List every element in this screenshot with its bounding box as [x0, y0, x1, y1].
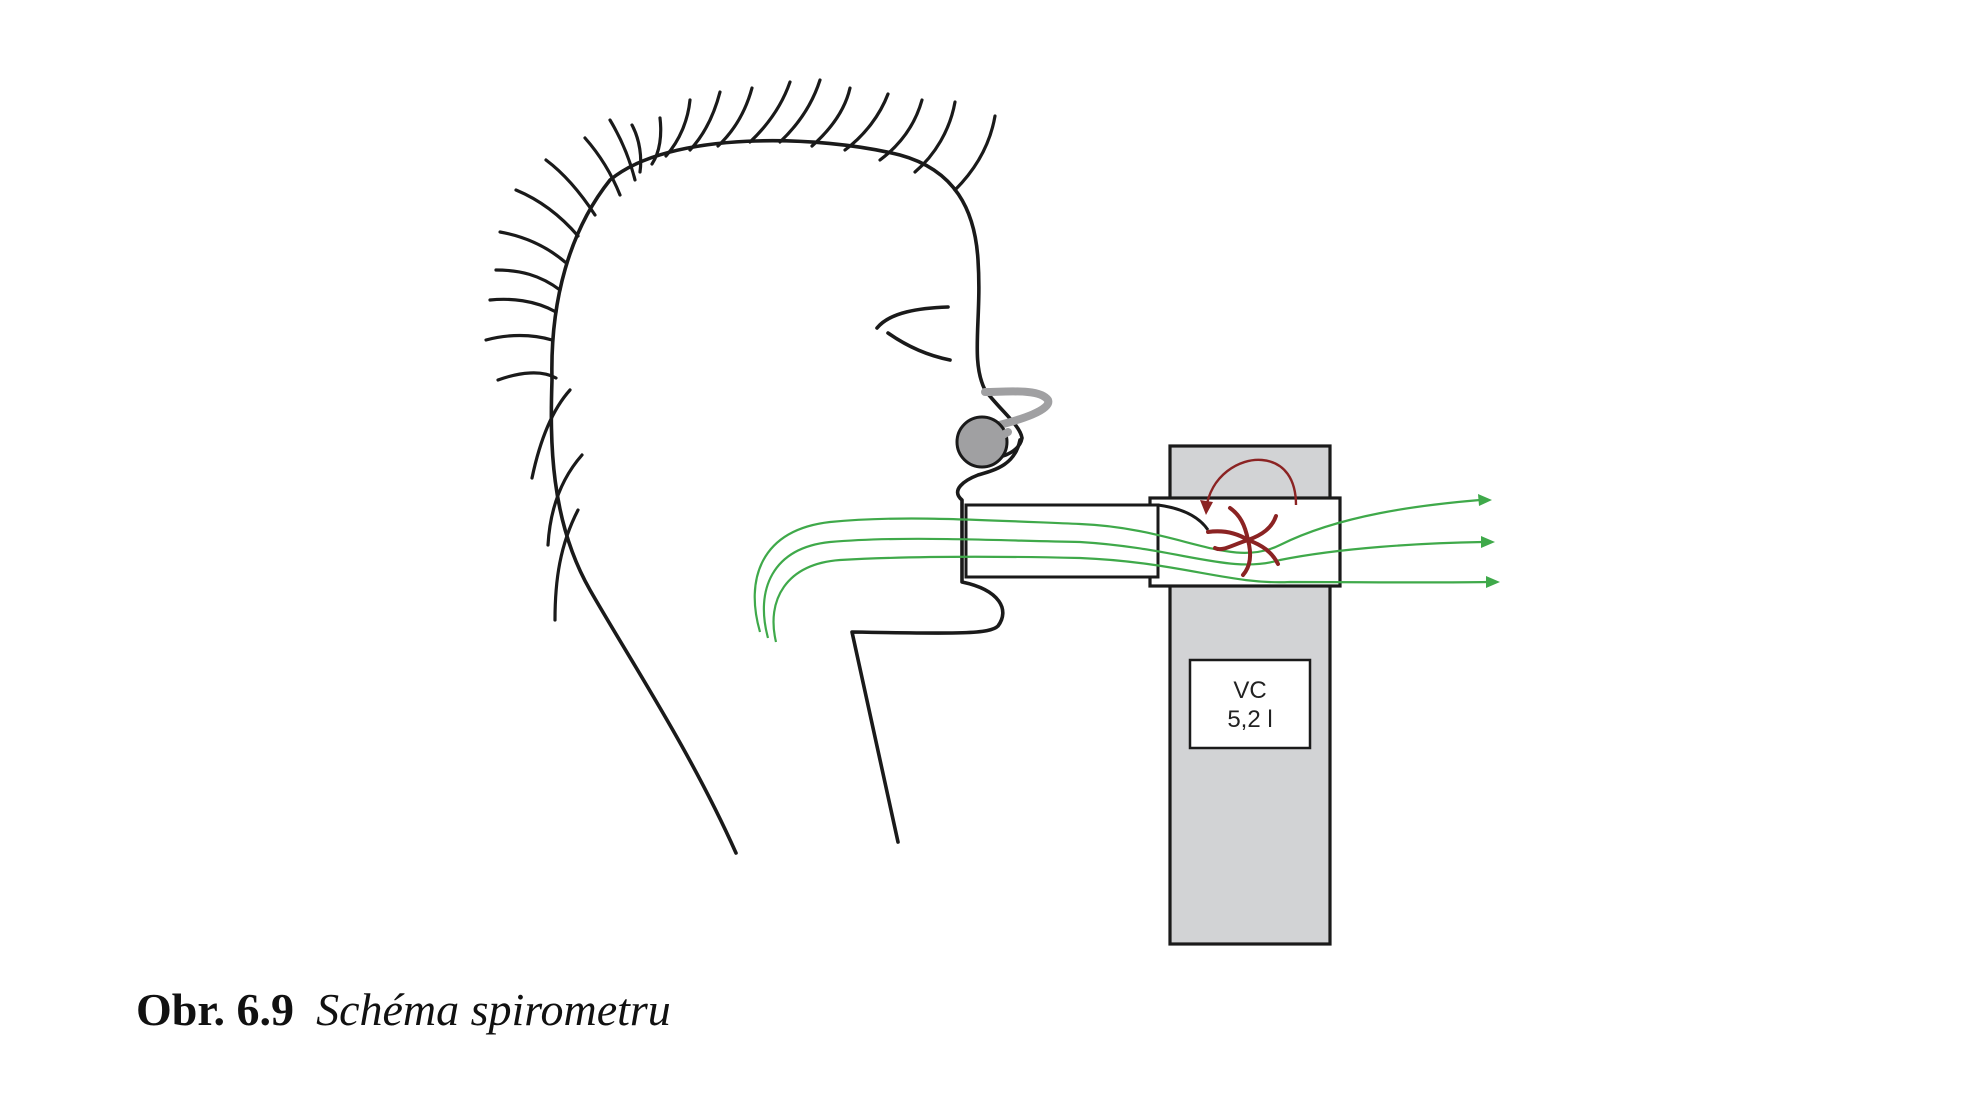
airflow-arrowhead-3 — [1486, 576, 1500, 588]
head-illustration — [549, 138, 1024, 855]
display-label-vc: VC — [1233, 677, 1266, 704]
airflow-arrowhead-1 — [1478, 494, 1492, 506]
airflow — [753, 494, 1500, 643]
figure-title: Schéma spirometru — [316, 984, 671, 1035]
head-outline — [549, 138, 987, 855]
hair — [484, 78, 997, 622]
spirometer-device: VC 5,2 l — [964, 444, 1342, 946]
turbine-icon — [1206, 506, 1280, 577]
figure-number: Obr. 6.9 — [136, 984, 295, 1035]
rotation-arrow-icon — [1200, 458, 1298, 515]
display-value: 5,2 l — [1227, 706, 1272, 733]
mouth-and-chin — [850, 438, 1022, 844]
figure-caption: Obr. 6.9 Schéma spirometru — [136, 983, 671, 1036]
mouthpiece-inner-lip — [1157, 503, 1210, 531]
airflow-line-2 — [762, 537, 1484, 639]
airflow-arrowhead-2 — [1481, 536, 1495, 548]
airflow-line-1 — [753, 498, 1481, 633]
closed-eye — [875, 305, 950, 330]
display-screen — [1188, 658, 1312, 750]
nose-clip — [955, 387, 1053, 469]
eyelid — [886, 331, 952, 362]
airflow-line-3 — [772, 555, 1489, 643]
